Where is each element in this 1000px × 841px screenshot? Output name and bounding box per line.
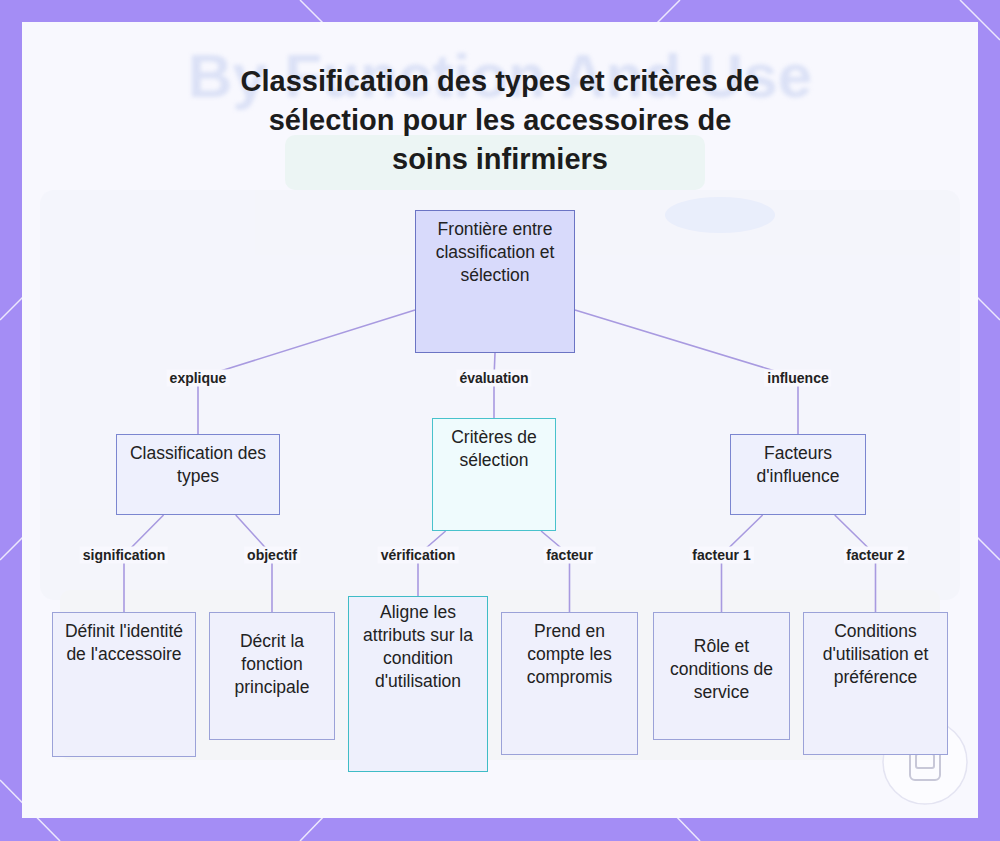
- node-text: Rôle et conditions de service: [660, 635, 783, 704]
- edge-label: objectif: [244, 547, 300, 564]
- edge-label: signification: [80, 547, 168, 564]
- edge-label: explique: [167, 370, 230, 387]
- connector-line: [835, 515, 876, 612]
- node-text: Conditions d'utilisation et préférence: [810, 620, 941, 689]
- concept-box: Classification des types: [116, 434, 280, 515]
- concept-box: Définit l'identité de l'accessoire: [52, 612, 196, 757]
- edge-label: facteur 2: [843, 547, 907, 564]
- connector-line: [722, 515, 763, 612]
- node-text: Facteurs d'influence: [737, 442, 859, 488]
- edge-label: facteur: [543, 547, 596, 564]
- concept-box: Conditions d'utilisation et préférence: [803, 612, 948, 755]
- diagram-title: Classification des types et critères de …: [230, 62, 770, 179]
- concept-box: Critères de sélection: [432, 418, 556, 531]
- node-text: Aligne les attributs sur la condition d'…: [355, 601, 481, 693]
- edge-label: facteur 1: [689, 547, 753, 564]
- connector-line: [418, 531, 446, 596]
- concept-box: Rôle et conditions de service: [653, 612, 790, 740]
- edge-label: influence: [764, 370, 831, 387]
- node-text: Décrit la fonction principale: [216, 630, 328, 699]
- concept-box: Aligne les attributs sur la condition d'…: [348, 596, 488, 772]
- concept-box: Facteurs d'influence: [730, 434, 866, 515]
- blurred-image: [40, 135, 960, 760]
- node-text: Définit l'identité de l'accessoire: [59, 620, 189, 666]
- concept-box: Prend en compte les compromis: [501, 612, 638, 755]
- edge-label: vérification: [378, 547, 459, 564]
- connector-line: [236, 515, 272, 612]
- node-text: Critères de sélection: [439, 426, 549, 472]
- node-text: Frontière entre classification et sélect…: [422, 218, 568, 287]
- node-text: Classification des types: [123, 442, 273, 488]
- concept-box: Décrit la fonction principale: [209, 612, 335, 740]
- root-box: Frontière entre classification et sélect…: [415, 210, 575, 353]
- connector-line: [541, 531, 569, 612]
- connector-line: [124, 515, 164, 612]
- node-text: Prend en compte les compromis: [508, 620, 631, 689]
- edge-label: évaluation: [456, 370, 531, 387]
- connector-line: [198, 310, 415, 434]
